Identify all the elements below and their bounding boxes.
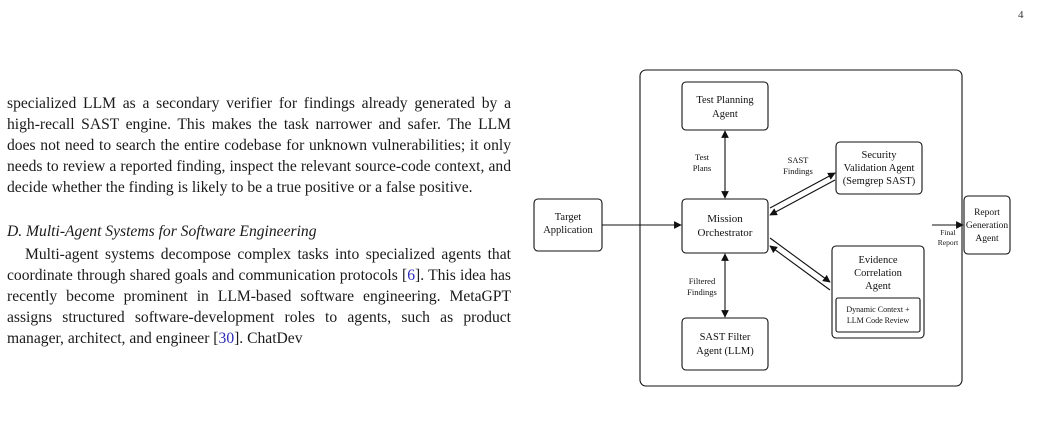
node-sublabel: LLM Code Review: [847, 316, 909, 325]
node-label: (Semgrep SAST): [843, 176, 916, 187]
edge-label: Findings: [687, 287, 717, 297]
node-sublabel: Dynamic Context +: [846, 305, 910, 314]
node-label: Agent: [865, 281, 891, 292]
edge-evidence-to-orchestrator: [769, 245, 831, 291]
node-label: Validation Agent: [844, 163, 915, 174]
node-label: Report: [974, 208, 1000, 218]
node-label: SAST Filter: [700, 332, 751, 343]
paragraph-text: ]. ChatDev: [234, 330, 303, 348]
node-label: Correlation: [854, 268, 903, 279]
paragraph-continued: specialized LLM as a secondary verifier …: [7, 95, 511, 196]
node-label: Agent (LLM): [696, 346, 754, 357]
edge-label: Plans: [693, 163, 711, 173]
node-test-planning-agent: Test Planning Agent: [681, 81, 769, 131]
paragraph-text: Multi-agent systems decompose complex ta…: [7, 246, 511, 285]
paragraph-text: ]. This idea has recently become promine…: [7, 267, 511, 348]
edge-label: SAST: [788, 155, 810, 165]
edge-label: Test: [695, 152, 710, 162]
edge-security-to-orchestrator: [769, 179, 836, 216]
node-report-generation-agent: Report Generation Agent: [963, 195, 1011, 255]
edge-orchestrator-to-evidence: [769, 237, 831, 283]
node-security-validation-agent: Security Validation Agent (Semgrep SAST): [835, 141, 923, 195]
page-number: 4: [1018, 9, 1024, 21]
paragraph-multi-agent: Multi-agent systems decompose complex ta…: [7, 245, 511, 350]
edge-orchestrator-to-security: [769, 172, 836, 209]
node-label: Security: [862, 150, 898, 161]
edge-label: Report: [938, 238, 959, 247]
edge-label-sast-findings: SAST Findings: [783, 155, 813, 176]
architecture-figure: Target Application Test Planning Agent M…: [530, 60, 1012, 400]
node-label: Target: [555, 212, 582, 223]
node-label: Application: [543, 225, 593, 236]
node-label: Test Planning: [696, 95, 754, 106]
architecture-diagram: Target Application Test Planning Agent M…: [533, 69, 1011, 387]
citation-link[interactable]: 30: [218, 330, 235, 348]
node-evidence-correlation-agent: Evidence Correlation Agent Dynamic Conte…: [831, 245, 925, 339]
node-mission-orchestrator: Mission Orchestrator: [681, 198, 769, 254]
node-label: Agent: [712, 109, 738, 120]
body-text-column: specialized LLM as a secondary verifier …: [7, 94, 511, 350]
node-label: Mission: [707, 213, 743, 225]
edge-label-test-plans: Test Plans: [693, 152, 711, 173]
node-label: Generation: [966, 221, 1008, 231]
edge-label: Findings: [783, 166, 813, 176]
citation-link[interactable]: 6: [407, 267, 416, 285]
section-heading: D. Multi-Agent Systems for Software Engi…: [7, 222, 317, 240]
node-sast-filter-agent: SAST Filter Agent (LLM): [681, 317, 769, 371]
node-label: Evidence: [858, 255, 897, 266]
node-target-application: Target Application: [533, 198, 603, 252]
edge-label: Filtered: [689, 276, 716, 286]
edge-label-filtered-findings: Filtered Findings: [687, 276, 717, 297]
edge-label: Final: [940, 228, 955, 237]
edge-label-final-report: Final Report: [938, 228, 959, 247]
node-label: Orchestrator: [698, 227, 753, 239]
node-label: Agent: [975, 234, 999, 244]
